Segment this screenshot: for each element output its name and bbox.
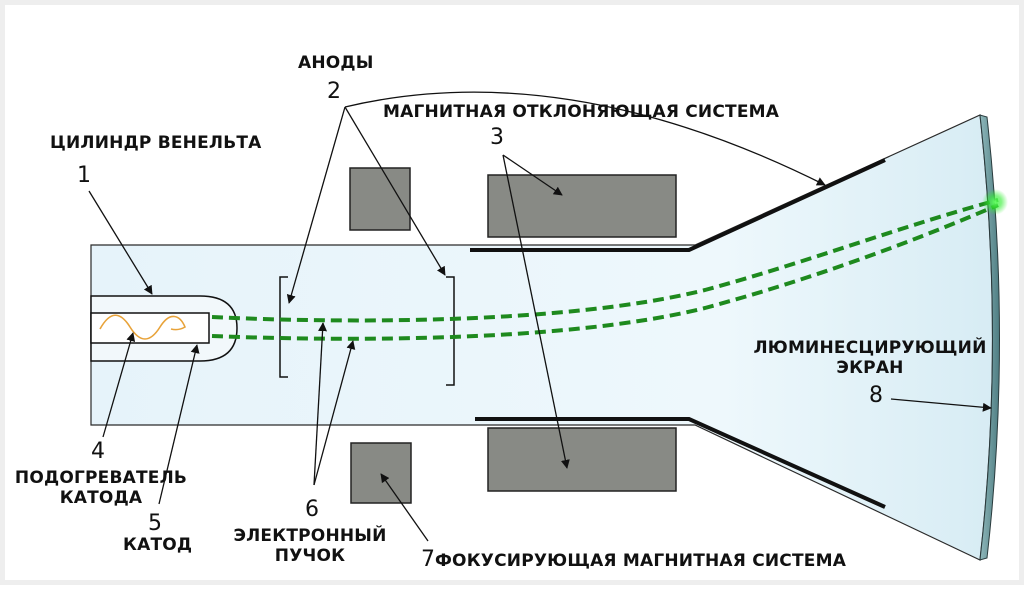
phosphor-spot	[982, 189, 1008, 215]
leader-anodes-b	[344, 106, 446, 276]
label-wehnelt-cylinder: ЦИЛИНДР ВЕНЕЛЬТА	[50, 133, 262, 153]
callout-number-8: 8	[869, 383, 883, 408]
label-focusing-magnetic-system: ФОКУСИРУЮЩАЯ МАГНИТНАЯ СИСТЕМА	[435, 551, 847, 571]
leader-deflection-b	[502, 154, 570, 469]
crt-drawing	[88, 91, 1008, 561]
label-luminescent-screen-line2: ЭКРАН	[836, 358, 904, 378]
electron-beam-upper	[211, 198, 999, 323]
leader-cathode	[158, 344, 200, 505]
label-cathode-heater: ПОДОГРЕВАТЕЛЬ КАТОДА	[11, 468, 191, 508]
leader-beam-a	[313, 322, 328, 486]
callout-number-7: 7	[421, 547, 435, 572]
heater-filament	[99, 314, 187, 340]
upper-coil-conductor	[470, 158, 886, 252]
label-cathode-heater-line2: КАТОДА	[59, 488, 143, 508]
anode-second	[446, 276, 455, 386]
label-magnetic-deflection-system: МАГНИТНАЯ ОТКЛОНЯЮЩАЯ СИСТЕМА	[383, 102, 780, 122]
label-luminescent-screen-line1: ЛЮМИНЕСЦИРУЮЩИЙ	[753, 338, 987, 358]
lower-coil-conductor	[475, 417, 886, 509]
leader-deflection-a	[502, 154, 563, 196]
callout-number-5: 5	[148, 511, 162, 536]
label-electron-beam: ЭЛЕКТРОННЫЙ ПУЧОК	[221, 526, 399, 566]
anode-first	[279, 276, 288, 378]
deflection-coil-lower	[487, 427, 677, 492]
leader-wehnelt	[88, 190, 153, 295]
deflection-coil-upper	[487, 174, 677, 238]
callout-number-1: 1	[77, 163, 91, 188]
label-electron-beam-line1: ЭЛЕКТРОННЫЙ	[233, 526, 387, 546]
leader-envelope	[344, 91, 826, 186]
label-cathode-heater-line1: ПОДОГРЕВАТЕЛЬ	[14, 468, 188, 488]
label-luminescent-screen: ЛЮМИНЕСЦИРУЮЩИЙ ЭКРАН	[747, 338, 993, 378]
leader-screen	[890, 398, 992, 412]
label-cathode: КАТОД	[123, 535, 193, 555]
leader-heater	[102, 332, 136, 438]
callout-number-3: 3	[490, 125, 504, 150]
leader-anodes-a	[286, 106, 346, 304]
callout-number-2: 2	[327, 79, 341, 104]
callout-number-4: 4	[91, 439, 105, 464]
callout-number-6: 6	[305, 497, 319, 522]
luminescent-screen	[979, 114, 1000, 561]
leader-beam-b	[313, 340, 356, 486]
leader-focusing	[380, 473, 429, 542]
label-anodes: АНОДЫ	[298, 53, 374, 73]
focusing-coil-upper	[349, 167, 411, 231]
focusing-coil-lower	[350, 442, 412, 504]
label-electron-beam-line2: ПУЧОК	[274, 546, 346, 566]
electron-beam-lower	[211, 203, 999, 341]
